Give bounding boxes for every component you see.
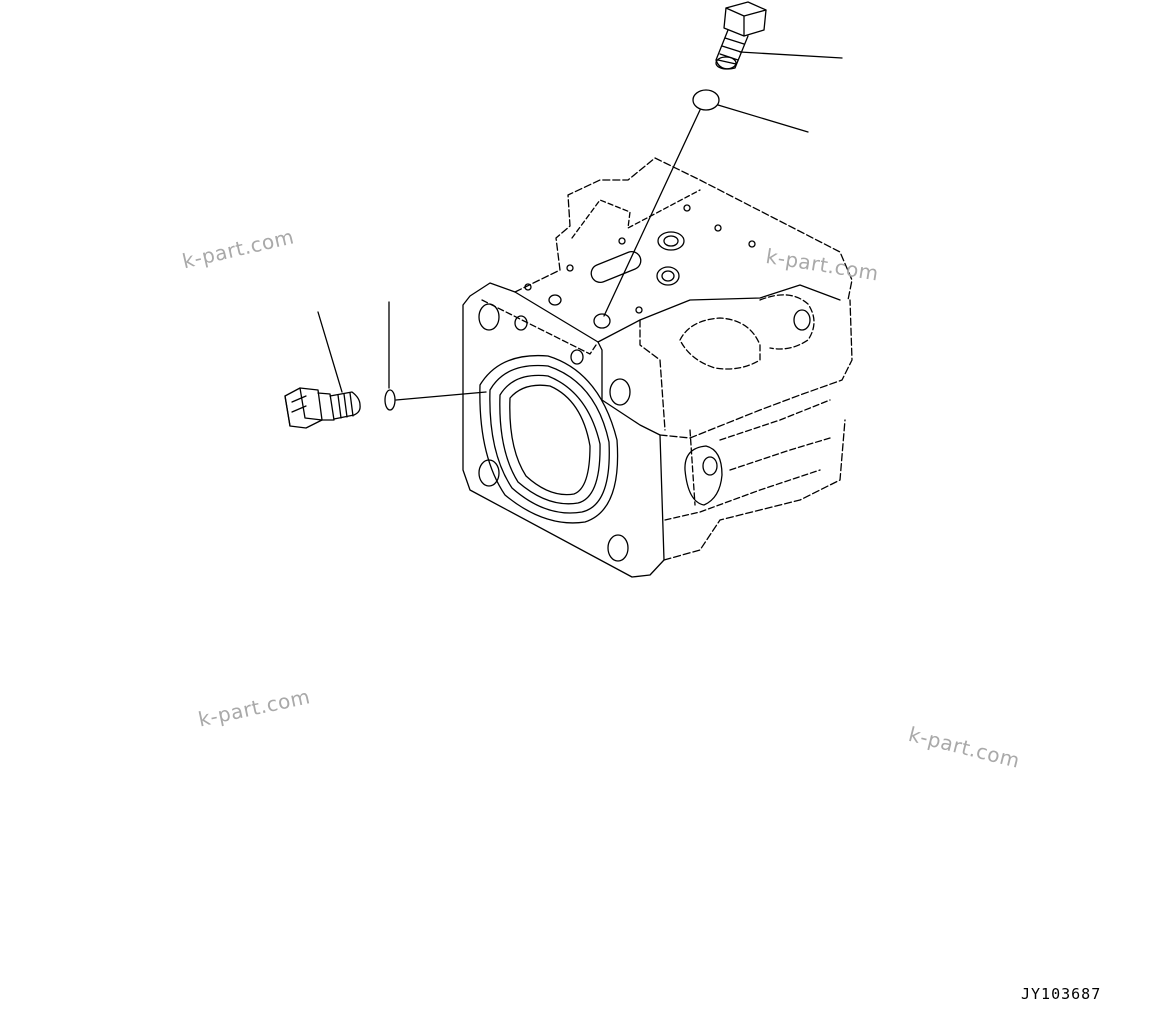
bolt-leader-line bbox=[739, 51, 843, 59]
top-small-hole-2 bbox=[714, 224, 722, 232]
flange-hole-bottom-left bbox=[478, 459, 500, 487]
fitting-leader-line bbox=[317, 311, 343, 393]
top-plate-inner bbox=[571, 189, 701, 239]
main-bore bbox=[479, 354, 619, 524]
lower-port-hole bbox=[702, 456, 718, 476]
oring-leader-line bbox=[717, 104, 809, 133]
right-body-rib-2 bbox=[689, 429, 696, 506]
top-oring bbox=[603, 89, 809, 317]
fitting-shank bbox=[329, 391, 361, 420]
flange-small-hole-2 bbox=[570, 349, 584, 365]
top-small-hole-5 bbox=[566, 264, 574, 272]
drawing-number: JY103687 bbox=[1021, 985, 1102, 1003]
flange-small-hole-1 bbox=[514, 315, 528, 331]
right-body-lower bbox=[663, 419, 846, 561]
right-side-hole bbox=[793, 309, 811, 331]
top-plate-outline bbox=[514, 157, 853, 301]
top-small-hole-1 bbox=[683, 204, 691, 212]
side-oring-shape bbox=[384, 389, 396, 411]
top-port-target bbox=[593, 313, 611, 329]
flange-hole-bottom-right bbox=[607, 534, 629, 562]
right-body-rib-1 bbox=[664, 469, 821, 521]
right-body-outline bbox=[639, 299, 853, 439]
right-side-boss bbox=[759, 294, 815, 350]
front-flange-inner-edge bbox=[481, 299, 597, 355]
right-body-boss bbox=[679, 317, 761, 370]
top-port-large bbox=[657, 231, 685, 251]
top-port-large-inner bbox=[663, 235, 679, 247]
top-plate-edge bbox=[597, 284, 841, 343]
top-small-hole-6 bbox=[548, 294, 562, 306]
top-small-hole-4 bbox=[618, 237, 626, 245]
top-slot bbox=[590, 250, 642, 284]
oring-guide-line bbox=[603, 109, 701, 317]
side-oring-guide-line bbox=[395, 391, 487, 401]
front-flange-outline bbox=[462, 282, 665, 578]
side-oring bbox=[384, 301, 487, 411]
pump-housing bbox=[462, 157, 853, 578]
lower-port-boss bbox=[684, 445, 723, 506]
bolt-shank bbox=[715, 29, 749, 70]
bolt-head bbox=[723, 1, 767, 37]
side-fitting bbox=[284, 311, 361, 429]
right-body-rib-4 bbox=[729, 437, 831, 471]
right-body-rib-3 bbox=[719, 399, 831, 441]
top-bolt bbox=[715, 1, 843, 70]
top-small-hole-8 bbox=[524, 283, 532, 291]
flange-hole-top-left bbox=[478, 303, 500, 331]
top-port-medium bbox=[656, 266, 680, 286]
oring-shape bbox=[692, 89, 720, 111]
flange-hole-top-right bbox=[609, 378, 631, 406]
top-port-medium-inner bbox=[661, 270, 675, 282]
top-small-hole-3 bbox=[748, 240, 756, 248]
top-small-hole-7 bbox=[635, 306, 643, 314]
fitting-collar bbox=[317, 392, 335, 421]
